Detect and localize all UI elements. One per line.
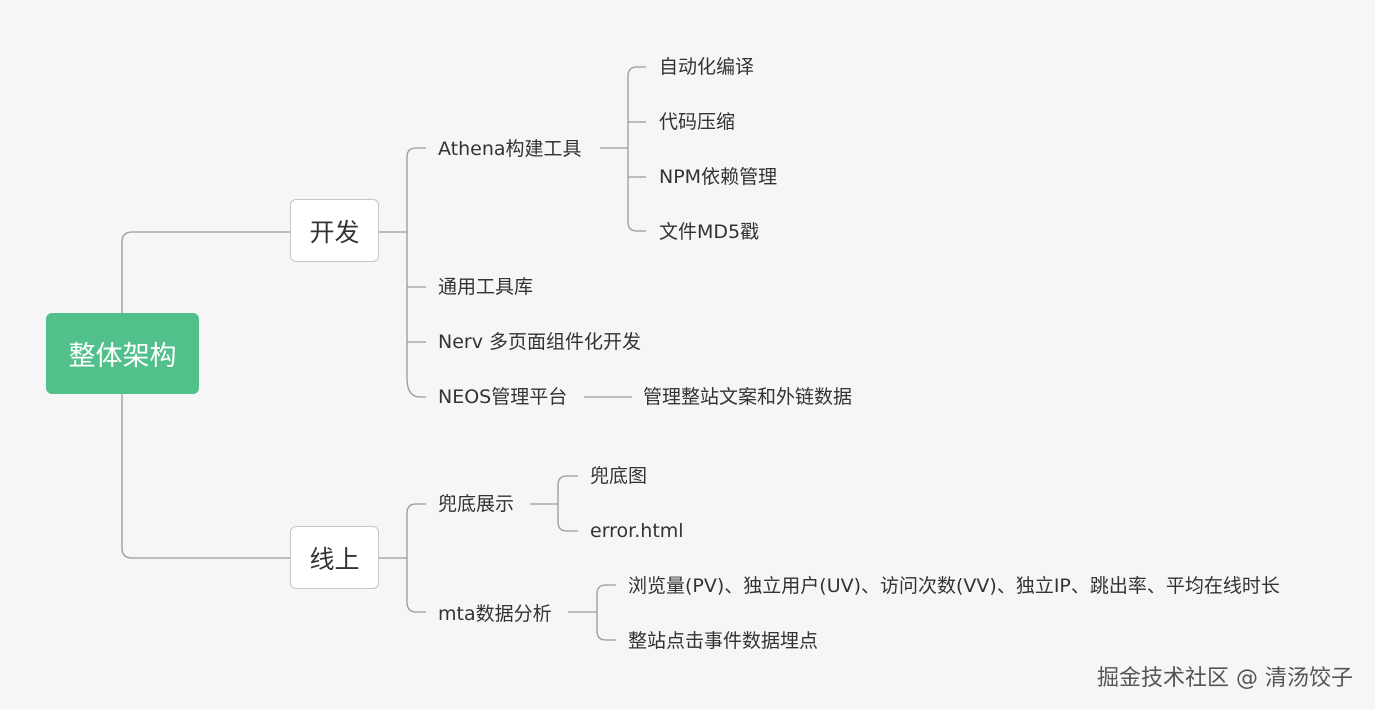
node-nerv: Nerv 多页面组件化开发 bbox=[438, 331, 641, 353]
node-fallback-item: error.html bbox=[590, 520, 684, 542]
watermark: 掘金技术社区 @ 清汤饺子 bbox=[1097, 666, 1353, 691]
node-fallback-item: 兜底图 bbox=[590, 465, 648, 487]
branch-node-dev: 开发 bbox=[290, 199, 379, 262]
node-neos: NEOS管理平台 bbox=[438, 386, 568, 408]
node-mta: mta数据分析 bbox=[438, 603, 552, 625]
node-athena-item: 自动化编译 bbox=[659, 56, 755, 78]
node-neos-child: 管理整站文案和外链数据 bbox=[643, 386, 853, 408]
node-athena-item: 代码压缩 bbox=[659, 111, 736, 133]
node-athena-item: NPM依赖管理 bbox=[659, 166, 778, 188]
node-toolkit: 通用工具库 bbox=[438, 276, 534, 298]
node-fallback: 兜底展示 bbox=[438, 493, 515, 515]
node-athena-item: 文件MD5戳 bbox=[659, 221, 760, 243]
node-mta-item: 整站点击事件数据埋点 bbox=[628, 630, 819, 652]
node-athena: Athena构建工具 bbox=[438, 138, 582, 160]
node-mta-item: 浏览量(PV)、独立用户(UV)、访问次数(VV)、独立IP、跳出率、平均在线时… bbox=[628, 575, 1280, 597]
root-node: 整体架构 bbox=[46, 313, 199, 394]
branch-node-online: 线上 bbox=[290, 526, 379, 589]
